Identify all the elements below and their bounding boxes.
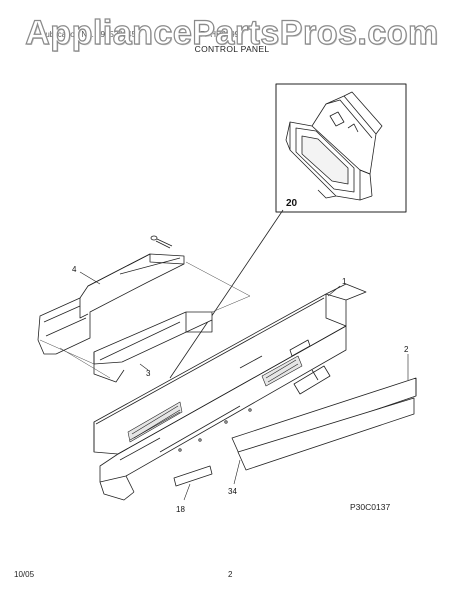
- callout-20: 20: [286, 198, 298, 209]
- callout-34: 34: [228, 487, 237, 496]
- part-4-bracket: [37, 253, 185, 355]
- model-number: FPHB2899: [200, 30, 240, 39]
- page-number: 2: [228, 570, 233, 579]
- callout-18: 18: [176, 505, 185, 514]
- callout-2: 2: [404, 345, 409, 354]
- inset-part-housing: [285, 91, 383, 201]
- footer-date: 10/05: [14, 570, 35, 579]
- callout-1: 1: [342, 277, 347, 286]
- part-1-control-panel: [93, 283, 367, 501]
- inset-frame: [275, 83, 407, 213]
- watermark: AppliancePartsPros.com: [25, 13, 439, 52]
- part-2-overlay-strip: [231, 377, 417, 457]
- inset-leader-line: [169, 209, 284, 379]
- screw: [150, 235, 173, 249]
- assembly-guide-lines: [39, 261, 251, 379]
- part-18-label: [173, 465, 213, 487]
- catalog-code: P30C0137: [350, 502, 391, 512]
- callout-leaders: [79, 271, 409, 501]
- part-34-trim: [237, 397, 415, 471]
- publication-number: Publication No. 5995391451: [40, 30, 141, 39]
- callout-3: 3: [146, 369, 151, 378]
- callout-4: 4: [72, 265, 77, 274]
- page-title: CONTROL PANEL: [194, 44, 270, 54]
